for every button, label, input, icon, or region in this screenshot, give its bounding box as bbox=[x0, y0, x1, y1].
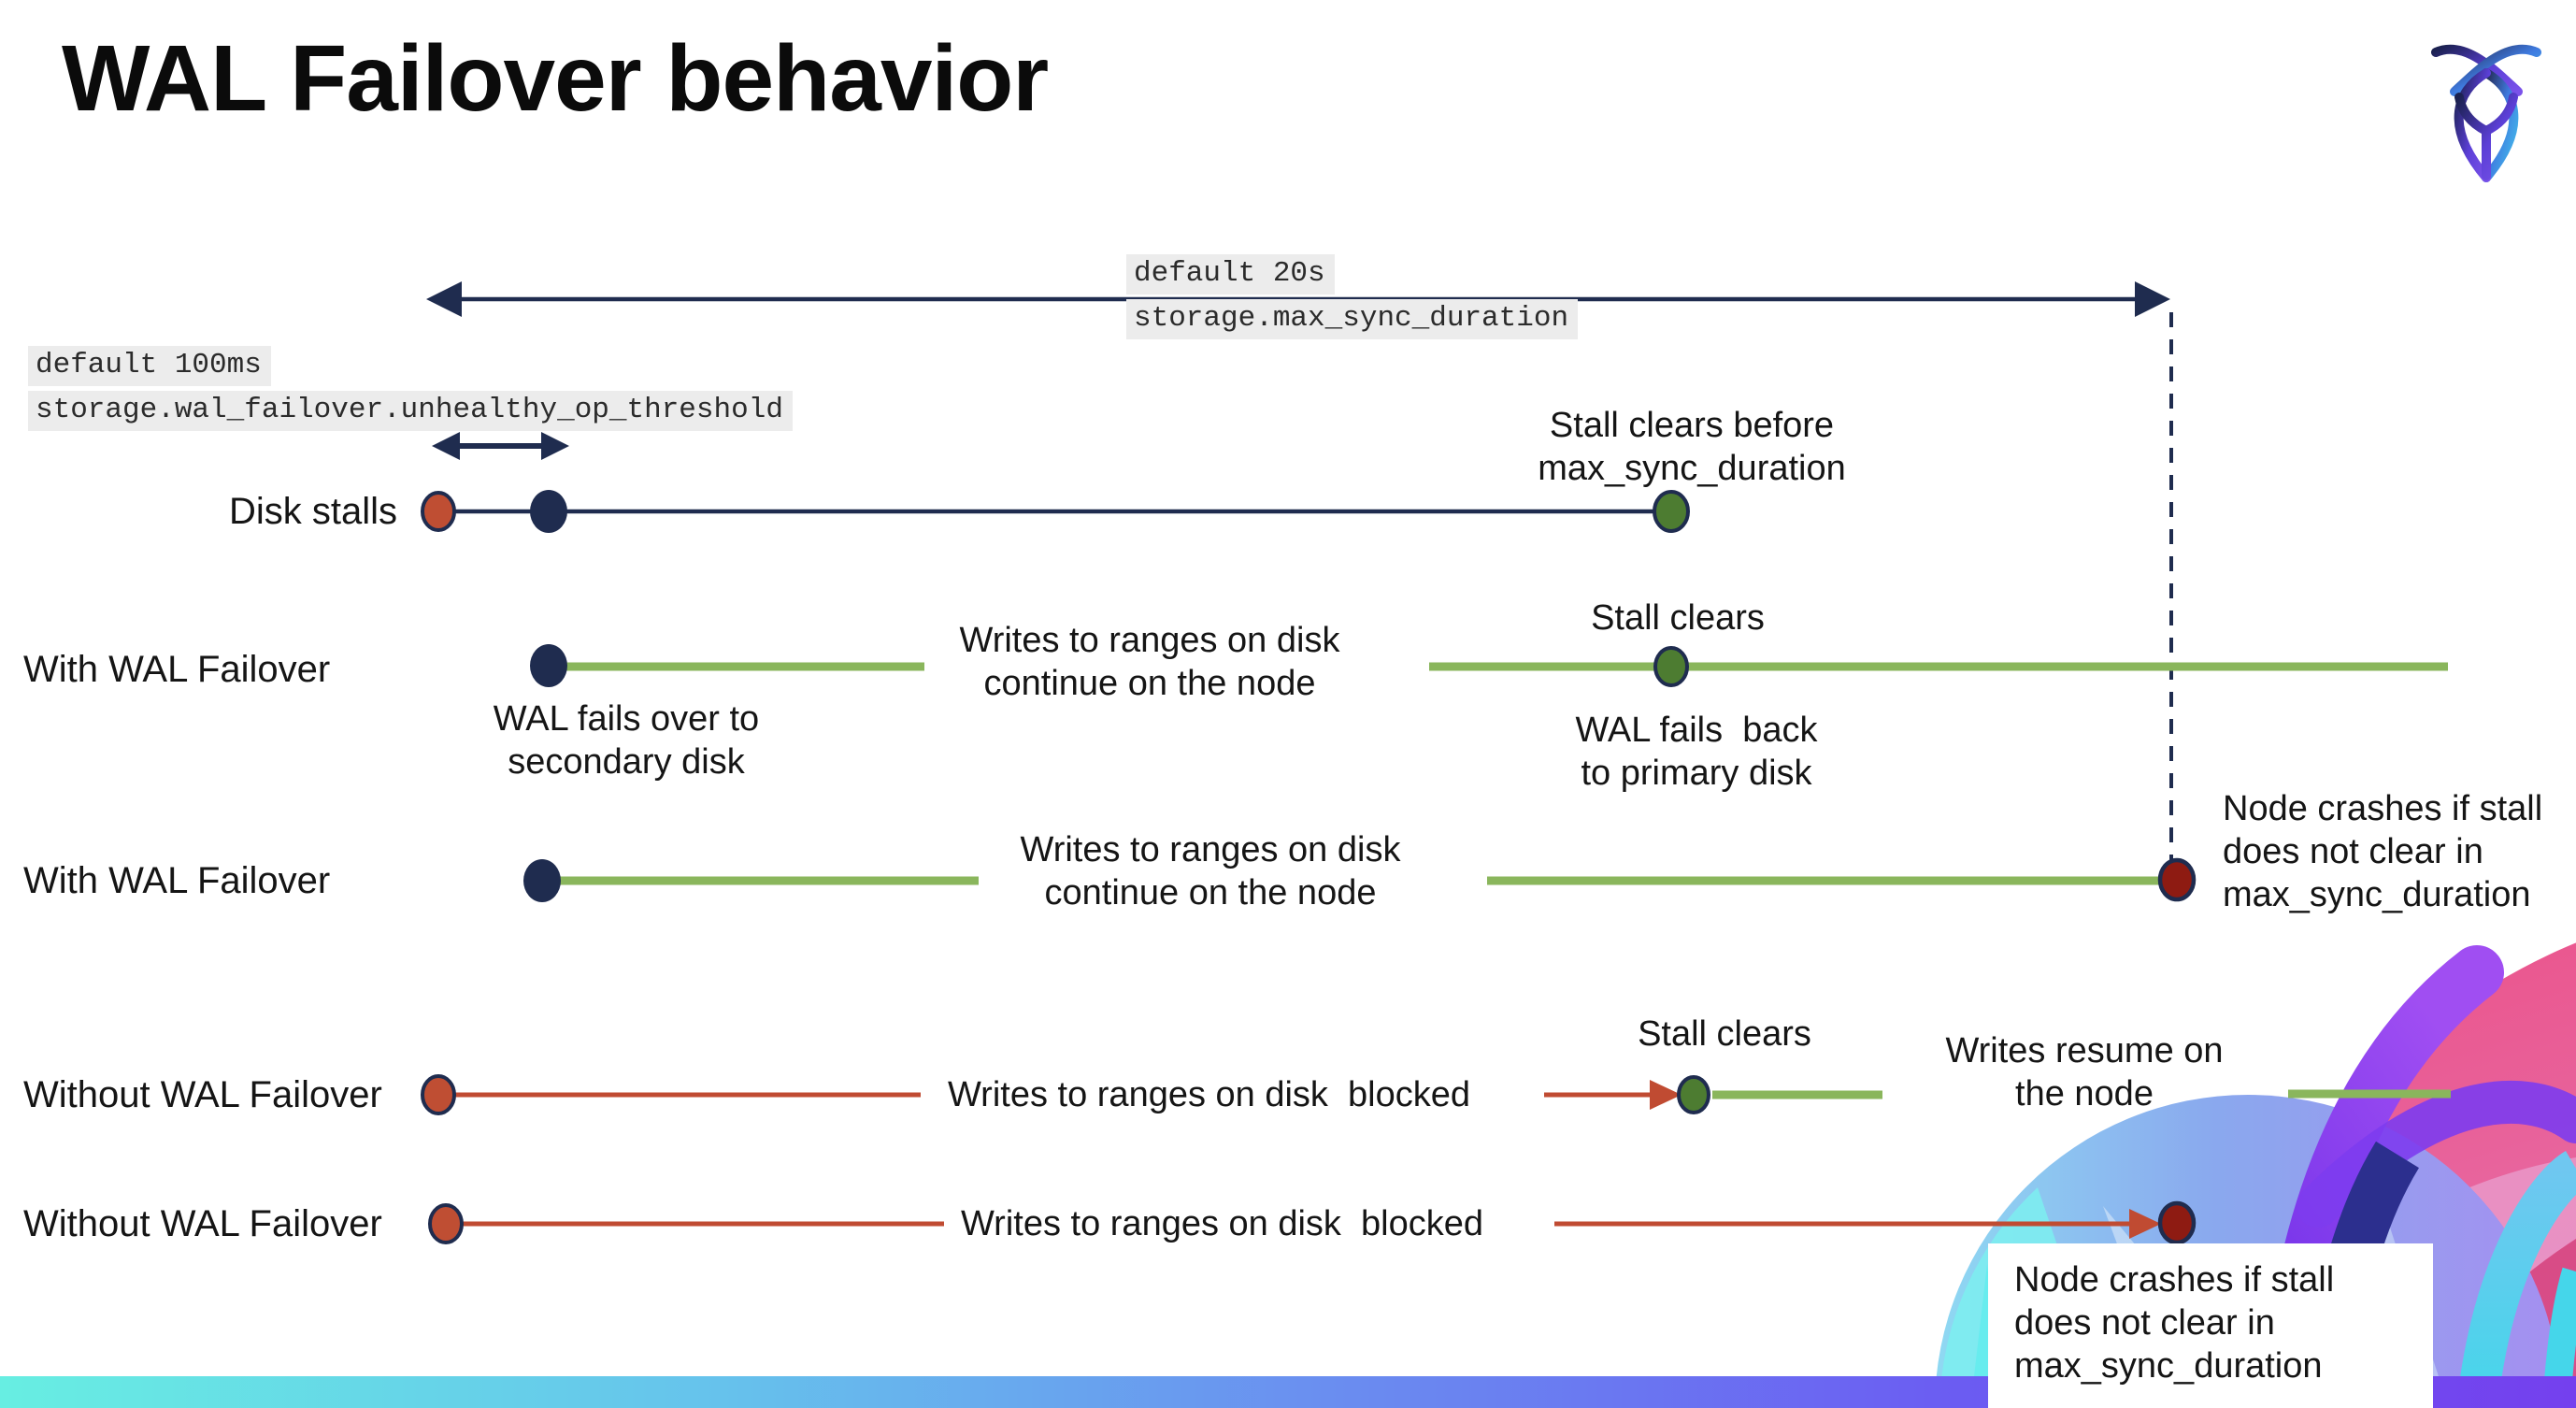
stall-clears-label-2: Stall clears bbox=[1638, 1014, 1811, 1054]
failover-marker bbox=[530, 644, 567, 687]
arrowhead-right-icon bbox=[2135, 281, 2170, 317]
stall-clears-label-1: Stall clears bbox=[1591, 598, 1765, 638]
writes-blocked-label-2: Writes to ranges on disk blocked bbox=[961, 1204, 1484, 1243]
row-label-disk-stalls: Disk stalls bbox=[228, 491, 397, 532]
writes-continue-label-1: Writes to ranges on disk continue on the… bbox=[959, 621, 1340, 703]
wal-fails-over-label: WAL fails over to secondary disk bbox=[493, 699, 760, 782]
node-crash-marker bbox=[2157, 1200, 2197, 1245]
failover-marker bbox=[523, 859, 561, 902]
row-label-with-wal-failover-2: With WAL Failover bbox=[23, 860, 331, 901]
writes-continue-label-2: Writes to ranges on disk continue on the… bbox=[1020, 830, 1401, 912]
setting-name: storage.wal_failover.unhealthy_op_thresh… bbox=[28, 391, 793, 431]
page-title: WAL Failover behavior bbox=[62, 26, 1049, 131]
stall-start-marker bbox=[428, 1203, 464, 1244]
stall-start-marker bbox=[421, 1074, 456, 1115]
node-crashes-label-2: Node crashes if stall does not clear in … bbox=[2014, 1260, 2335, 1386]
stall-clears-marker bbox=[1653, 490, 1690, 533]
stall-start-marker bbox=[421, 491, 456, 532]
setting-name: storage.max_sync_duration bbox=[1126, 299, 1579, 339]
row-label-without-wal-failover-1: Without WAL Failover bbox=[23, 1074, 382, 1115]
arrowhead-left-icon bbox=[432, 432, 460, 460]
art-purple-branch bbox=[2297, 1080, 2576, 1228]
unhealthy-op-threshold-setting-label: default 100ms storage.wal_failover.unhea… bbox=[28, 346, 793, 436]
setting-default-value: default 100ms bbox=[28, 346, 271, 386]
arrowhead-left-icon bbox=[426, 281, 462, 317]
stall-clears-before-label: Stall clears before max_sync_duration bbox=[1538, 406, 1846, 488]
art-cyan-band bbox=[2456, 1150, 2576, 1408]
cockroachdb-logo-icon bbox=[2431, 44, 2541, 182]
stall-clears-marker bbox=[1677, 1075, 1710, 1114]
writes-resume-label: Writes resume on the node bbox=[1945, 1031, 2224, 1113]
row-label-without-wal-failover-2: Without WAL Failover bbox=[23, 1203, 382, 1244]
max-sync-duration-setting-label: default 20s storage.max_sync_duration bbox=[1126, 254, 1579, 344]
writes-blocked-label-1: Writes to ranges on disk blocked bbox=[948, 1075, 1471, 1114]
node-crashes-callout-box: Node crashes if stall does not clear in … bbox=[1988, 1243, 2433, 1408]
red-arrowhead-icon bbox=[1650, 1080, 1682, 1110]
node-crashes-label-1: Node crashes if stall does not clear in … bbox=[2223, 789, 2543, 914]
unhealthy-op-threshold-arrow bbox=[432, 432, 569, 460]
node-crash-marker bbox=[2157, 857, 2197, 902]
red-arrowhead-icon bbox=[2129, 1209, 2161, 1239]
arrowhead-right-icon bbox=[541, 432, 569, 460]
wal-fails-back-label: WAL fails back to primary disk bbox=[1575, 711, 1818, 793]
row-label-with-wal-failover-1: With WAL Failover bbox=[23, 649, 331, 690]
threshold-marker bbox=[530, 490, 567, 533]
setting-default-value: default 20s bbox=[1126, 254, 1335, 295]
stall-clears-marker bbox=[1653, 646, 1689, 687]
